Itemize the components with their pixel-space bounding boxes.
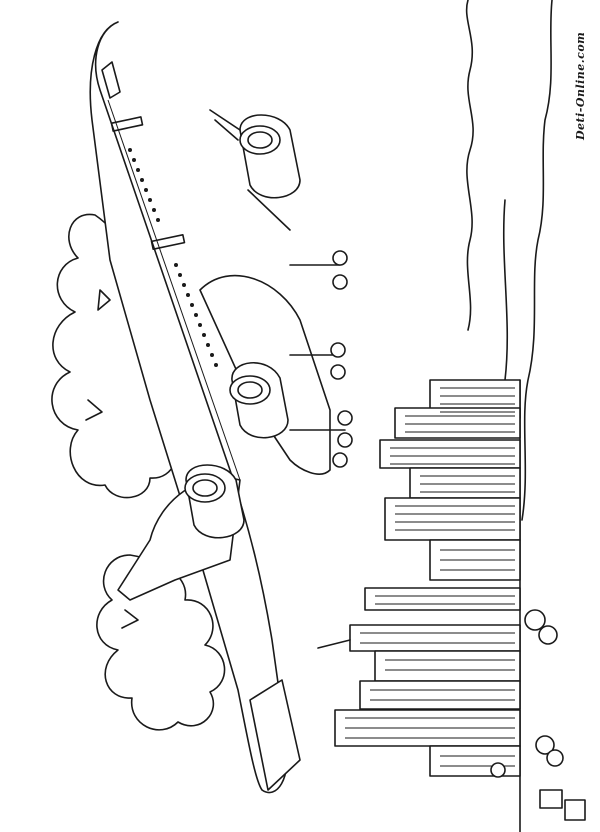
building [409,467,521,499]
passenger-windows [128,148,218,367]
engine-left [184,464,245,539]
building [364,587,521,611]
building [394,407,521,439]
engine-right-inner [229,362,289,439]
houses [539,789,586,821]
building [349,624,521,652]
building-windows [345,387,515,767]
city-skyline [317,379,521,832]
engine-right-outer [239,114,301,199]
distant-hills [465,0,553,521]
building [429,745,521,777]
watermark: Deti-Online.com [574,31,587,140]
landing-gear [289,250,353,468]
airliner [89,21,353,794]
cloud-lower [96,554,226,731]
building [384,497,521,541]
door [110,116,144,132]
fuselage [89,21,288,794]
cockpit-window [101,61,121,99]
trees [490,609,564,778]
door [150,233,186,251]
building [359,680,521,710]
tail-fin [249,679,301,791]
building [374,650,521,682]
